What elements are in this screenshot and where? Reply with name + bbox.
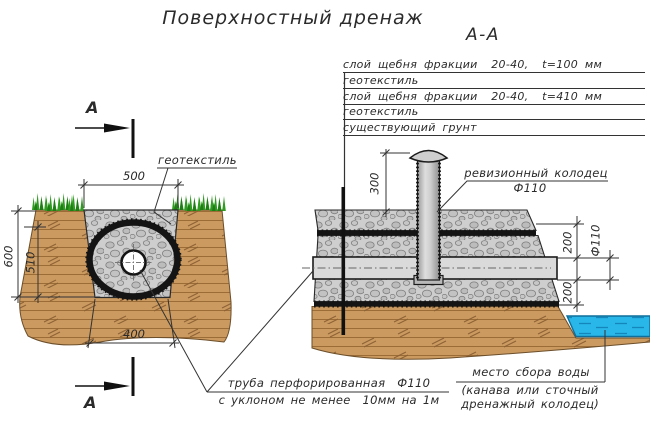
- dim-600: 600: [1, 245, 16, 268]
- well-leader: [436, 180, 608, 213]
- section-cut-marker-bottom: [75, 357, 135, 396]
- leader-lines: [139, 167, 608, 393]
- grass: [32, 193, 226, 211]
- section-view-label: А-А: [466, 25, 500, 45]
- right-section-drawing: [302, 72, 650, 360]
- water-note-line1: место сбора воды: [472, 365, 590, 379]
- pipe-note-line1: труба перфорированная Ф110: [227, 376, 431, 390]
- well-label: ревизионный колодец: [464, 166, 608, 180]
- dimension-lines: [11, 149, 619, 349]
- left-section-drawing: [19, 193, 232, 346]
- water-note-line3: дренажный колодец): [460, 397, 600, 411]
- well-cap: [408, 149, 449, 163]
- dim-400: 400: [123, 327, 145, 341]
- water-pool: [565, 315, 650, 338]
- soil-layer: [311, 306, 650, 360]
- section-marker-letter-top: А: [86, 98, 99, 117]
- layer-callout-2: геотекстиль: [343, 74, 645, 89]
- revision-well: [408, 149, 449, 286]
- dim-510: 510: [23, 251, 38, 274]
- water-note-leader: [456, 330, 606, 383]
- dim-300: 300: [367, 172, 382, 195]
- pipe-note-line2: с уклоном не менее 10мм на 1м: [218, 393, 440, 407]
- section-cut-marker-top: [75, 119, 135, 158]
- geotextile-label: геотекстиль: [158, 153, 237, 167]
- layer-callout-4: геотекстиль: [343, 105, 645, 120]
- dim-pipe-diameter: Ф110: [588, 224, 603, 257]
- page-title: Поверхностный дренаж: [162, 7, 424, 29]
- dim-200-bottom: 200: [560, 281, 575, 304]
- drain-pipe-circle: [115, 244, 152, 281]
- section-line-thick: [341, 72, 346, 335]
- geotextile-leader: [153, 167, 172, 225]
- dim-500: 500: [123, 169, 145, 183]
- pipe-note-leader: [139, 269, 449, 393]
- layer-callout-5: существующий грунт: [343, 121, 645, 136]
- layer-callout-1: слой щебня фракции 20-40, t=100 мм: [343, 58, 645, 73]
- dim-200-top: 200: [560, 231, 575, 254]
- water-note-line2: (канава или сточный: [461, 383, 599, 397]
- section-marker-letter-bottom: А: [84, 393, 97, 412]
- well-diameter-label: Ф110: [513, 181, 547, 195]
- layer-callout-3: слой щебня фракции 20-40, t=410 мм: [343, 90, 645, 105]
